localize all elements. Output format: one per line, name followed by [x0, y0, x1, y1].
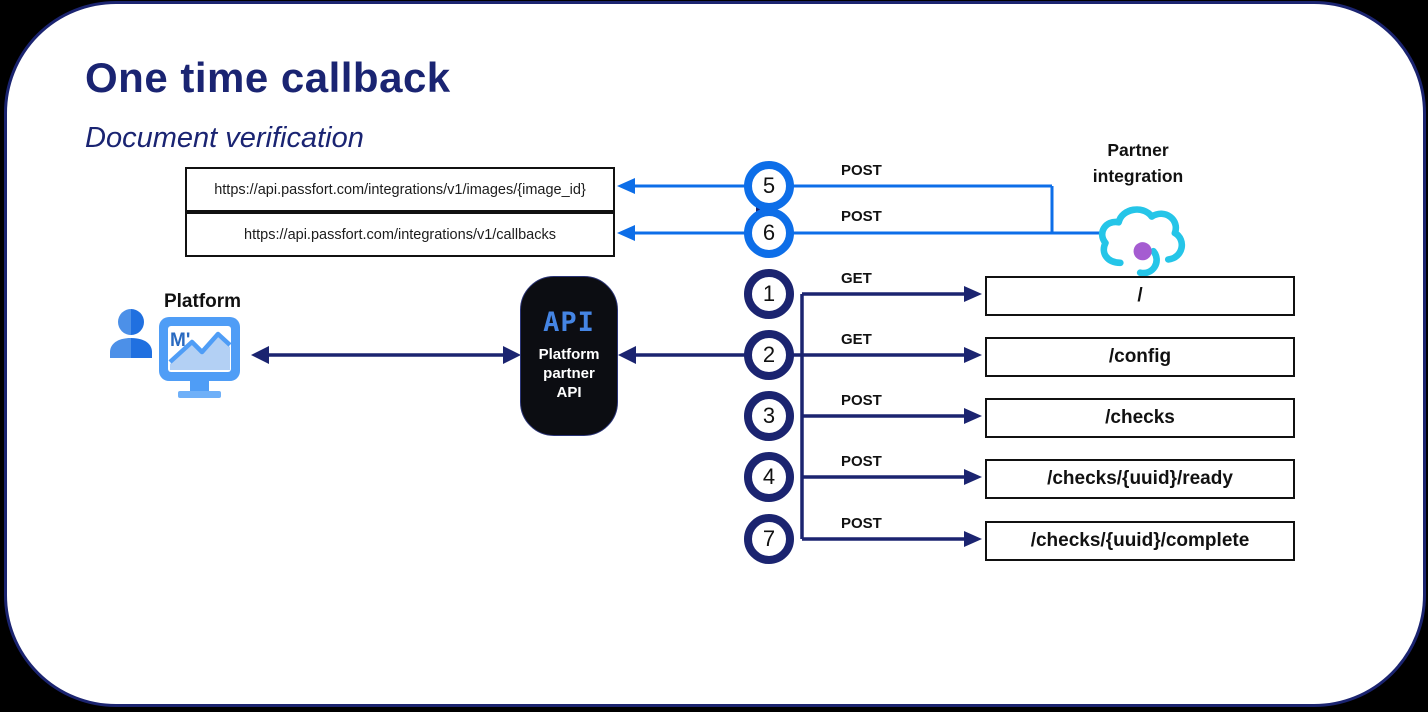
api-box: API Platform partner API	[520, 276, 618, 436]
step-circle-6: 6	[744, 208, 794, 258]
arrowhead-endpoint-3	[964, 408, 982, 424]
arrowhead-endpoint-1	[964, 286, 982, 302]
endpoint-box-checks: /checks	[985, 398, 1295, 438]
monitor-logo-text: M'	[170, 330, 190, 351]
diagram-panel: One time callback Document verification …	[4, 1, 1426, 707]
method-label-1: GET	[841, 270, 872, 287]
platform-label: Platform	[163, 291, 242, 312]
url-box-images-text: https://api.passfort.com/integrations/v1…	[214, 181, 586, 198]
arrowhead-endpoint-4	[964, 469, 982, 485]
platform-monitor-icon: M'	[159, 317, 240, 398]
page-subtitle: Document verification	[85, 122, 364, 154]
arrowhead-right-api	[503, 346, 521, 364]
endpoint-text: /checks/{uuid}/ready	[1047, 468, 1233, 489]
endpoint-box-root: /	[985, 276, 1295, 316]
step-circle-3: 3	[744, 391, 794, 441]
api-box-label: Platform partner API	[538, 346, 600, 401]
arrowhead-left-images	[617, 178, 635, 194]
step-circle-5: 5	[744, 161, 794, 211]
method-label-2: GET	[841, 331, 872, 348]
arrowhead-endpoint-2	[964, 347, 982, 363]
step-circle-7: 7	[744, 514, 794, 564]
step-number: 3	[762, 403, 776, 428]
endpoint-box-checks-ready: /checks/{uuid}/ready	[985, 459, 1295, 499]
step-number: 2	[762, 342, 776, 367]
endpoint-text: /checks/{uuid}/complete	[1030, 530, 1250, 551]
partner-integration-label: Partner integration	[1092, 140, 1184, 186]
endpoint-text: /config	[1108, 346, 1172, 367]
url-box-callbacks: https://api.passfort.com/integrations/v1…	[185, 212, 615, 257]
arrowhead-endpoint-7	[964, 531, 982, 547]
method-label-7: POST	[841, 515, 882, 532]
method-label-6: POST	[841, 208, 882, 225]
api-logo: API	[543, 307, 595, 338]
arrowhead-left-api	[618, 346, 636, 364]
arrowhead-left-platform	[251, 346, 269, 364]
endpoint-text: /	[1137, 285, 1143, 306]
endpoint-box-config: /config	[985, 337, 1295, 377]
endpoint-box-checks-complete: /checks/{uuid}/complete	[985, 521, 1295, 561]
url-box-callbacks-text: https://api.passfort.com/integrations/v1…	[244, 226, 556, 243]
step-number: 6	[762, 220, 776, 245]
page-title: One time callback	[85, 54, 451, 101]
step-circle-1: 1	[744, 269, 794, 319]
method-label-4: POST	[841, 453, 882, 470]
url-box-images: https://api.passfort.com/integrations/v1…	[185, 167, 615, 212]
platform-user-icon	[110, 309, 152, 358]
step-circle-2: 2	[744, 330, 794, 380]
endpoint-text: /checks	[1105, 407, 1175, 428]
partner-cloud-icon	[1098, 206, 1186, 276]
step-number: 4	[762, 464, 776, 489]
arrowhead-left-callbacks	[617, 225, 635, 241]
method-label-5: POST	[841, 162, 882, 179]
step-number: 5	[762, 173, 776, 198]
step-circle-4: 4	[744, 452, 794, 502]
method-label-3: POST	[841, 392, 882, 409]
step-number: 7	[762, 526, 776, 551]
step-number: 1	[762, 281, 776, 306]
